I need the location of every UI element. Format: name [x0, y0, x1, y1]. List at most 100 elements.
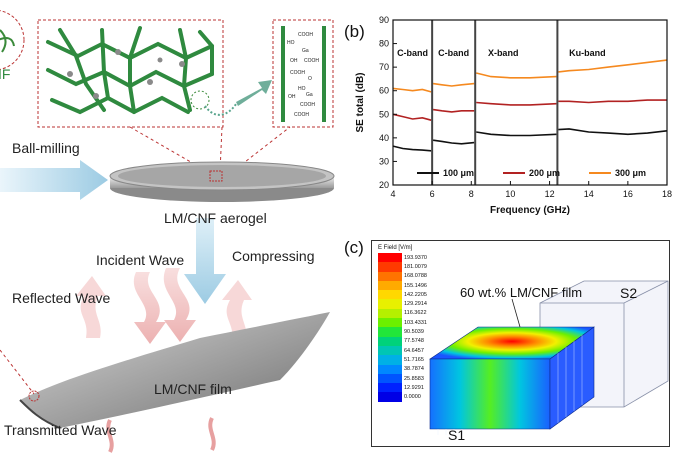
- legend-row: 12.9291: [378, 383, 448, 393]
- legend-value: 25.8583: [404, 375, 424, 382]
- panel-b-letter: (b): [344, 22, 365, 41]
- film-label: LM/CNF film: [154, 381, 232, 397]
- legend-label: 100 μm: [443, 168, 474, 178]
- band-label: C-band: [438, 48, 469, 58]
- x-tick-label: 16: [623, 189, 633, 199]
- inset-label: HO: [287, 40, 295, 46]
- legend-value: 51.7165: [404, 356, 424, 363]
- x-tick-label: 10: [505, 189, 515, 199]
- series-line: [432, 108, 475, 113]
- y-tick-label: 50: [379, 109, 389, 119]
- wave-arrows: [76, 268, 252, 453]
- compress-arrow-icon: [184, 218, 226, 304]
- inset-label: HO: [298, 86, 306, 92]
- band-label: Ku-band: [569, 48, 606, 58]
- series-line: [432, 139, 475, 145]
- band-label: X-band: [488, 48, 519, 58]
- legend-color: [378, 290, 402, 300]
- legend-color: [378, 383, 402, 393]
- legend-value: 64.6457: [404, 347, 424, 354]
- x-tick-label: 18: [662, 189, 672, 199]
- series-line: [558, 128, 668, 136]
- legend-color: [378, 280, 402, 291]
- transmitted-wave-label: Transmitted Wave: [4, 422, 117, 438]
- inset-label: O: [308, 76, 312, 82]
- legend-value: 155.1496: [404, 282, 427, 289]
- y-tick-label: 40: [379, 133, 389, 143]
- series-line: [392, 145, 432, 152]
- legend-row: 181.0079: [378, 262, 448, 272]
- legend-row: 116.3622: [378, 308, 448, 319]
- legend-row: 142.2205: [378, 290, 448, 300]
- legend-color: [378, 355, 402, 365]
- series-line: [432, 82, 475, 87]
- series-line: [476, 131, 557, 137]
- cropped-label: IF: [0, 66, 11, 82]
- y-axis-label: SE total (dB): [355, 73, 366, 133]
- legend-value: 103.4331: [404, 319, 427, 326]
- side-face: [549, 326, 595, 430]
- aerogel-label: LM/CNF aerogel: [164, 210, 267, 226]
- series-line: [392, 113, 432, 121]
- legend-value: 129.2914: [404, 301, 427, 308]
- band-label: C-band: [397, 48, 428, 58]
- front-face: [429, 358, 551, 430]
- panel-c-letter: (c): [344, 238, 364, 257]
- reflected-wave-label: Reflected Wave: [12, 290, 111, 306]
- inset-chemistry-labels: COOH HO Ga OH COOH COOH O HO OH COOH COO…: [287, 32, 319, 118]
- inset-label: OH: [288, 94, 296, 100]
- legend-label: 300 μm: [615, 168, 646, 178]
- legend-row: 129.2914: [378, 299, 448, 309]
- lm-cnf-film: [20, 312, 330, 428]
- inset-label: COOH: [304, 58, 319, 64]
- legend-color: [378, 364, 402, 374]
- x-axis-label: Frequency (GHz): [490, 205, 570, 216]
- aerogel-dish: [109, 161, 335, 202]
- legend-row: 64.6457: [378, 345, 448, 356]
- efield-legend-title: E Field [V/m]: [378, 245, 413, 251]
- legend-value: 142.2205: [404, 291, 427, 298]
- plot-frame: [392, 19, 668, 186]
- series-line: [558, 99, 667, 104]
- y-tick-label: 70: [379, 62, 389, 72]
- s1-label: S1: [448, 427, 466, 443]
- compressing-label: Compressing: [232, 248, 315, 264]
- s2-label: S2: [620, 285, 638, 301]
- legend-value: 168.0788: [404, 273, 427, 280]
- legend-value: 0.0000: [404, 394, 421, 401]
- legend-label: 200 μm: [529, 168, 560, 178]
- simulation-model: [429, 280, 669, 435]
- inset-label: Ga: [306, 92, 313, 98]
- y-tick-label: 30: [379, 156, 389, 166]
- legend-value: 77.5748: [404, 338, 424, 345]
- x-tick-label: 8: [469, 189, 474, 199]
- legend-row: 38.7874: [378, 364, 448, 374]
- schematic-drawing: COOH HO Ga OH COOH COOH O HO OH COOH COO…: [0, 10, 335, 453]
- legend-row: 25.8583: [378, 373, 448, 384]
- legend-value: 181.0079: [404, 263, 427, 270]
- legend-color: [378, 392, 402, 402]
- inset-label: Ga: [302, 48, 309, 54]
- series-line: [558, 59, 668, 73]
- film-region-label: 60 wt.% LM/CNF film: [460, 285, 583, 300]
- legend-color: [378, 308, 402, 319]
- legend-row: 0.0000: [378, 392, 448, 402]
- legend-color: [378, 253, 402, 263]
- simulation-frame: E Field [V/m] 193.9370 181.0079 168.0788 15…: [371, 240, 670, 447]
- x-tick-label: 14: [584, 189, 594, 199]
- incident-wave-label: Incident Wave: [96, 252, 185, 268]
- inset-label: COOH: [294, 112, 309, 118]
- x-tick-label: 4: [390, 189, 395, 199]
- legend-row: 103.4331: [378, 318, 448, 328]
- cnf-network-inset: [37, 19, 224, 128]
- legend-row: 168.0788: [378, 271, 448, 281]
- series-line: [392, 87, 432, 93]
- legend-color: [378, 271, 402, 281]
- zoom-arrow-icon: [236, 80, 272, 106]
- nanofiber-circle-icon: [0, 10, 25, 70]
- legend-value: 90.5039: [404, 329, 424, 336]
- legend-row: 51.7165: [378, 355, 448, 365]
- legend-value: 193.9370: [404, 254, 427, 261]
- series-line: [476, 72, 557, 79]
- legend-row: 90.5039: [378, 327, 448, 337]
